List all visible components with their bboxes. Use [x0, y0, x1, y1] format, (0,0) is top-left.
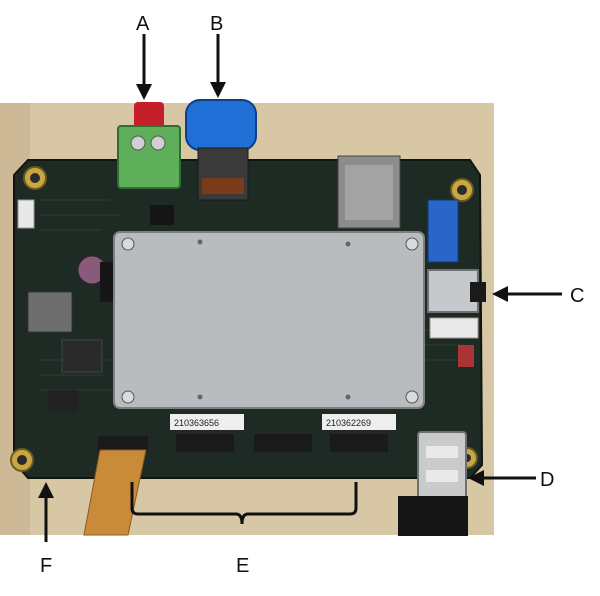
callout-letter-b: B [210, 13, 223, 35]
board-components [17, 155, 479, 412]
blue-cable-connector [185, 99, 257, 201]
callout-letter-e: E [236, 555, 249, 577]
callout-letter-a: A [136, 13, 150, 35]
bracket-e [130, 482, 358, 525]
microsd-slot [427, 269, 486, 313]
board-label-stickers: 210363656 210362269 [170, 414, 396, 430]
flex-cable [83, 449, 147, 536]
callout-letter-f: F [40, 555, 52, 577]
callout-letter-d: D [540, 469, 554, 491]
board-label-1: 210363656 [174, 418, 219, 428]
callout-arrows [38, 34, 562, 542]
callout-letter-c: C [570, 285, 584, 307]
board-label-2: 210362269 [326, 418, 371, 428]
flex-connectors [83, 434, 388, 536]
usb-port [398, 431, 468, 536]
green-terminal-block [117, 102, 181, 189]
heatsink-plate [113, 231, 425, 409]
